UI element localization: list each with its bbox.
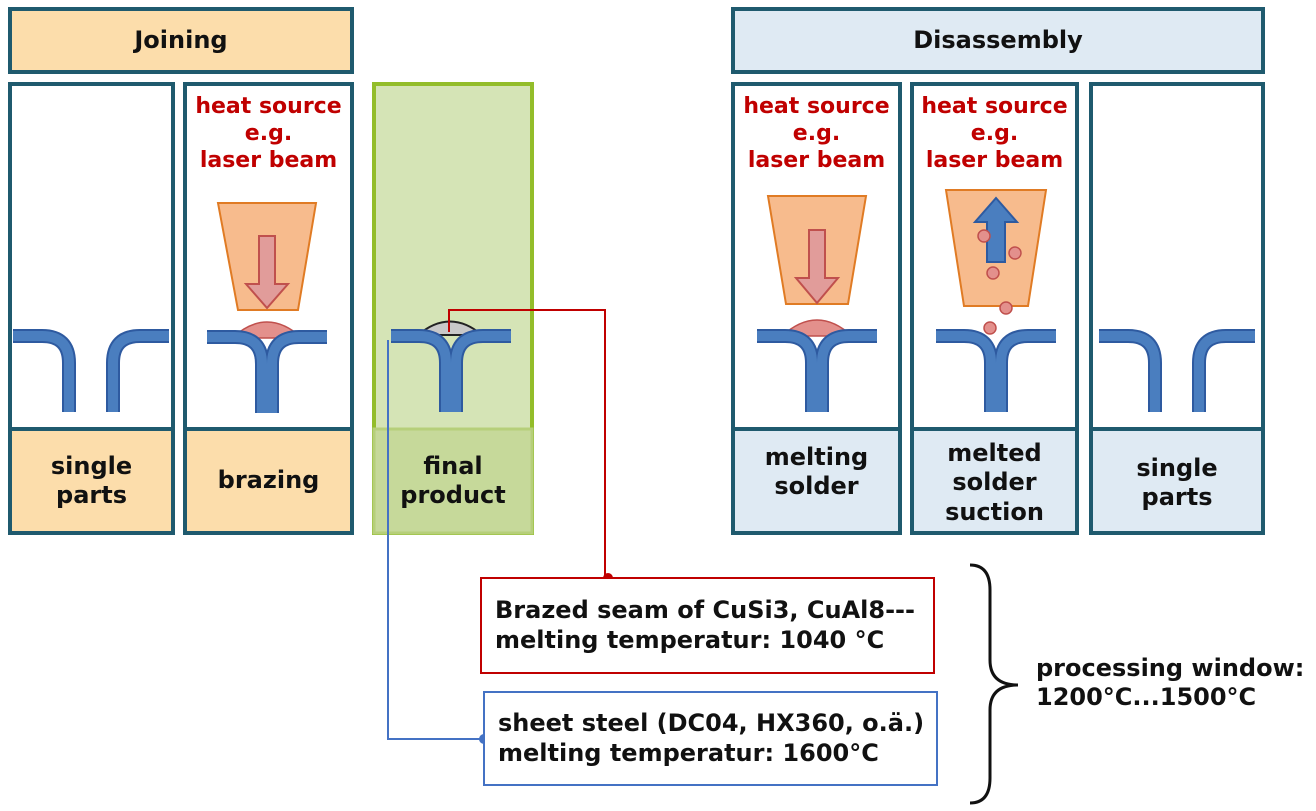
caption-box-final-product	[372, 427, 534, 535]
joining-header-box	[8, 7, 354, 74]
disassembly-header-box	[731, 7, 1265, 74]
caption-brazing: brazing	[217, 466, 320, 495]
solder-droplet-icon	[999, 301, 1013, 315]
steel-note-box	[483, 691, 938, 786]
down-arrow-icon	[243, 235, 291, 310]
seam-note-box	[480, 577, 935, 674]
caption-box-brazing	[183, 427, 354, 535]
solder-droplet-icon	[1008, 246, 1022, 260]
caption-box-melted-solder-suction	[910, 427, 1079, 535]
seam-leader-line	[448, 309, 606, 578]
caption-box-melting-solder	[731, 427, 902, 535]
joining-title: Joining	[134, 25, 228, 54]
disassembly-title: Disassembly	[913, 25, 1083, 54]
caption-box-single-parts-joining	[8, 427, 175, 535]
processing-window-brace	[969, 563, 1019, 805]
solder-droplet-icon	[977, 229, 991, 243]
down-arrow-icon	[793, 229, 841, 305]
seam-note-text: Brazed seam of CuSi3, CuAl8---melting te…	[495, 596, 915, 654]
solder-droplet-icon	[983, 321, 997, 335]
steel-note-text: sheet steel (DC04, HX360, o.ä.)melting t…	[498, 709, 925, 767]
caption-box-single-parts-disassembly	[1089, 427, 1265, 535]
processing-window-label: processing window:1200°C...1500°C	[1036, 653, 1305, 711]
solder-droplet-icon	[986, 266, 1000, 280]
steel-leader-line	[387, 340, 484, 740]
up-arrow-icon	[972, 196, 1020, 263]
